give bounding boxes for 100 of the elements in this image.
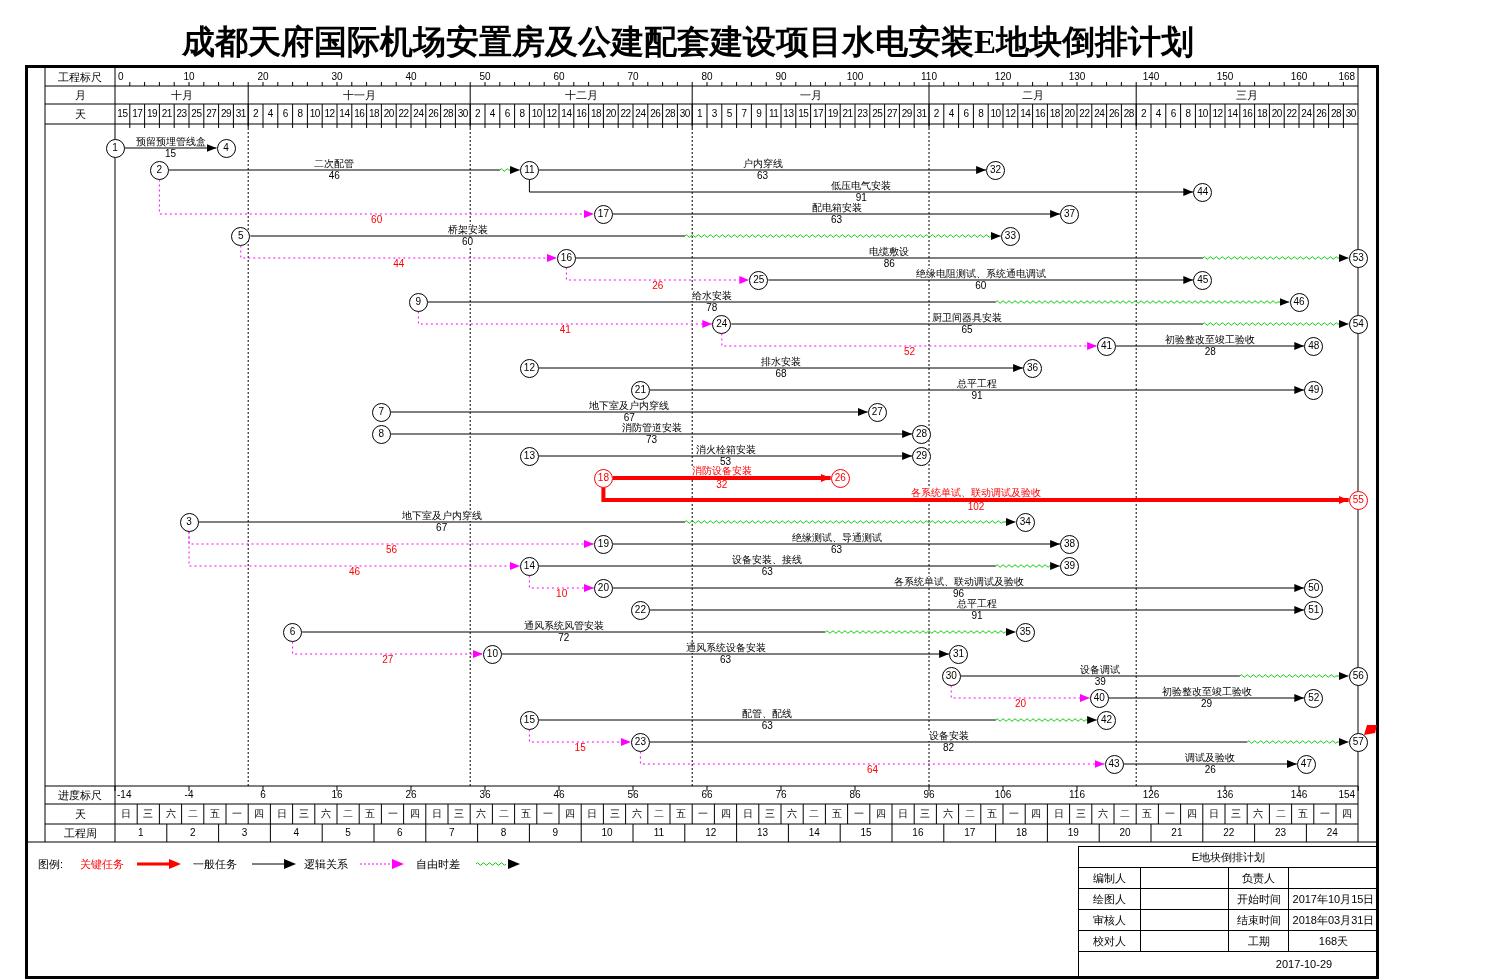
day-number: 20 [605,109,616,119]
event-node: 2 [149,160,169,180]
week-number: 18 [1015,828,1028,838]
week-number: 9 [552,828,559,838]
scale-tick-label: 146 [1290,790,1308,800]
day-number: 16 [576,109,587,119]
day-number: 21 [161,109,172,119]
weekday-label: 一 [542,809,553,819]
scale-tick-label: 0 [118,72,124,82]
title-block-text: 负责人 [1242,872,1275,884]
arrow [1115,342,1305,350]
event-node: 51 [1304,600,1324,620]
day-number: 5 [726,109,732,119]
scale-tick-label: 60 [553,72,565,82]
event-node: 9 [408,292,428,312]
arrow [538,364,1024,372]
arrow [575,254,1350,262]
week-number: 8 [500,828,507,838]
day-number: 4 [948,109,954,119]
weekday-label: 六 [631,809,642,819]
week-number: 14 [808,828,820,838]
day-number: 3 [711,109,717,119]
weekday-label: 三 [298,809,309,819]
weekday-label: 日 [898,809,909,819]
weekday-label: 五 [520,809,531,819]
weekday-label: 三 [764,809,775,819]
day-number: 8 [297,109,303,119]
task-name: 户内穿线 [741,159,784,169]
event-node: 57 [1348,732,1368,752]
day-number: 20 [1271,109,1282,119]
day-number: 28 [1123,109,1134,119]
weekday-label: 二 [964,809,975,819]
task-name: 初验整改至竣工验收 [1164,335,1257,345]
scale-tick-label: 46 [553,790,565,800]
task-name: 初验整改至竣工验收 [1160,687,1253,697]
duration-value: 96 [952,589,966,599]
event-node: 47 [1296,754,1316,774]
task-name: 地下室及户内穿线 [400,511,483,521]
legend-label: 关键任务 [80,859,124,870]
day-number: 14 [1227,109,1238,119]
float-value: 10 [555,589,569,599]
weekday-label: 三 [609,809,620,819]
arrow [198,518,1017,526]
day-number: 30 [457,109,468,119]
day-number: 10 [990,109,1001,119]
event-node: 44 [1193,182,1213,202]
duration-value: 68 [774,369,788,379]
day-number: 18 [368,109,380,119]
day-number: 1 [697,109,703,119]
scale-tick-label: 150 [1216,72,1234,82]
event-node: 7 [371,402,391,422]
float-value: 27 [381,655,395,665]
day-number: 31 [235,109,246,119]
title-block-text: 168天 [1318,935,1349,947]
task-name: 排水安装 [760,357,802,367]
float-value: 26 [651,281,665,291]
day-number: 31 [916,109,927,119]
event-node: 39 [1060,556,1080,576]
event-node: 53 [1348,248,1368,268]
day-number: 27 [886,109,898,119]
event-node: 43 [1104,754,1124,774]
task-name: 预留预埋管线盒 [134,137,207,147]
day-number: 18 [1256,109,1268,119]
arrow [249,232,1002,240]
month-label: 十二月 [564,89,598,101]
float-value: 46 [347,567,361,577]
weekday-label: 四 [409,809,420,819]
weekday-label: 一 [387,809,398,819]
day-number: 26 [1108,109,1120,119]
event-node: 45 [1193,270,1213,290]
weekday-label: 日 [1053,809,1064,819]
duration-value: 46 [327,171,341,181]
day-number: 18 [590,109,602,119]
event-node: 28 [912,424,932,444]
weekday-label: 六 [476,809,487,819]
weekday-label: 三 [1231,809,1242,819]
event-node: 46 [1289,292,1309,312]
scale-tick-label: 96 [923,790,935,800]
day-number: 19 [827,109,838,119]
day-number: 20 [1064,109,1075,119]
week-number: 17 [964,828,976,838]
day-number: 21 [842,109,853,119]
arrow [301,628,1017,636]
duration-value: 63 [760,567,774,577]
row-heading: 工程周 [63,827,97,839]
event-node: 55 [1348,490,1368,510]
scale-tick-label: 126 [1142,790,1160,800]
arrow [168,166,521,174]
legend-label: 逻辑关系 [304,859,348,870]
scale-tick-label: 76 [775,790,787,800]
day-number: 7 [741,109,747,119]
duration-value: 72 [557,633,571,643]
duration-value: 60 [974,281,988,291]
event-node: 29 [912,446,932,466]
arrow [960,672,1350,680]
day-number: 12 [546,109,557,119]
day-number: 15 [117,109,128,119]
day-number: 25 [191,109,202,119]
scale-tick-label: 26 [405,790,417,800]
day-number: 24 [413,109,424,119]
